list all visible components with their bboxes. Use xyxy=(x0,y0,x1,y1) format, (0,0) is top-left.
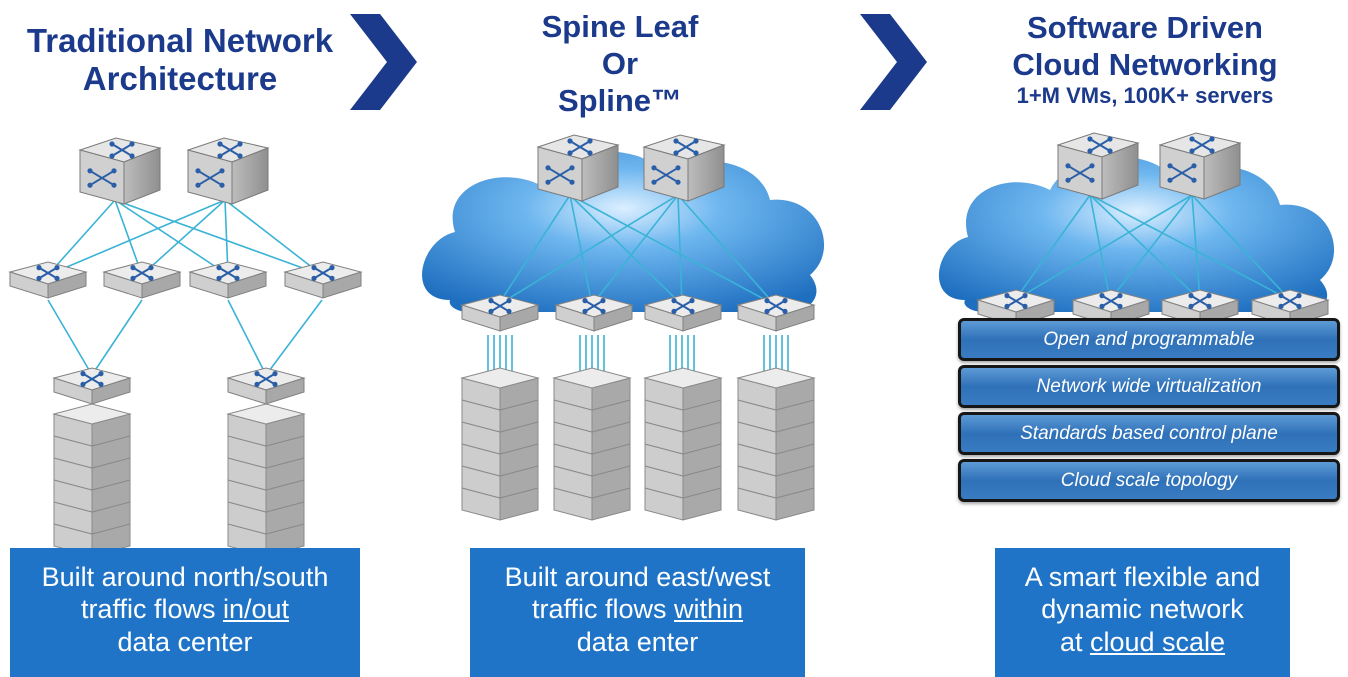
server-stack-icon xyxy=(552,367,632,521)
caption-text: at xyxy=(1059,626,1090,657)
leaf-switch-icon xyxy=(8,261,88,299)
title-spine-leaf: Spine Leaf Or Spline™ xyxy=(490,8,750,120)
caption-line: traffic flows in/out xyxy=(10,593,360,625)
server-stack-icon xyxy=(736,367,816,521)
leaf-switch-icon xyxy=(52,367,132,405)
core-switch-icon xyxy=(536,134,620,202)
server-stack-icon xyxy=(643,367,723,521)
core-switch-icon xyxy=(642,134,726,202)
core-switch-icon xyxy=(186,137,270,205)
caption-text: traffic flows xyxy=(531,594,674,625)
leaf-switch-icon xyxy=(554,294,634,332)
subtitle: 1+M VMs, 100K+ servers xyxy=(1016,83,1274,109)
title-line: Traditional Network xyxy=(26,22,334,59)
title-line: Architecture xyxy=(82,59,278,97)
core-switch-icon xyxy=(1158,132,1242,200)
server-stack-icon xyxy=(460,367,540,521)
caption-line: Built around north/south xyxy=(41,562,329,592)
title-traditional-network: Traditional Network Architecture xyxy=(0,22,360,98)
layer-control-plane: Standards based control plane xyxy=(958,412,1340,455)
leaf-switch-icon xyxy=(188,261,268,299)
caption-line: data enter xyxy=(576,626,699,657)
leaf-switch-icon xyxy=(643,294,723,332)
caption-line: Built around east/west xyxy=(504,562,771,592)
caption-underlined: in/out xyxy=(222,594,290,625)
leaf-switch-icon xyxy=(102,261,182,299)
layer-cloud-topology: Cloud scale topology xyxy=(958,459,1340,502)
server-stack-icon xyxy=(52,403,132,557)
caption-software-driven: A smart flexible and dynamic network at … xyxy=(995,548,1290,677)
leaf-switch-icon xyxy=(460,294,540,332)
cloud-icon xyxy=(422,151,825,314)
caption-underlined: within xyxy=(674,594,744,625)
leaf-switch-icon xyxy=(283,261,363,299)
layer-network-virtualization: Network wide virtualization xyxy=(958,365,1340,408)
title-line: Software Driven xyxy=(1026,10,1263,45)
title-line: Spine Leaf xyxy=(541,9,699,44)
title-line: Spline™ xyxy=(557,83,682,119)
caption-line: dynamic network xyxy=(1041,594,1244,625)
core-switch-icon xyxy=(78,137,162,205)
chevron-right-icon xyxy=(350,14,417,110)
caption-line: A smart flexible and xyxy=(1024,562,1261,592)
title-line: Cloud Networking xyxy=(1012,46,1278,82)
layer-open-programmable: Open and programmable xyxy=(958,318,1340,361)
caption-line: traffic flows within xyxy=(470,593,805,625)
core-switch-icon xyxy=(1056,132,1140,200)
network-links xyxy=(1014,194,1291,301)
leaf-switch-icon xyxy=(226,367,306,405)
caption-line: at cloud scale xyxy=(995,626,1290,658)
network-links xyxy=(47,199,323,376)
caption-line: data center xyxy=(117,626,253,657)
caption-underlined: cloud scale xyxy=(1089,626,1226,657)
title-line: Or xyxy=(601,46,639,82)
cloud-icon xyxy=(938,156,1335,314)
chevron-right-icon xyxy=(860,14,927,110)
leaf-switch-icon xyxy=(736,294,816,332)
server-stack-icon xyxy=(226,403,306,557)
caption-traditional: Built around north/south traffic flows i… xyxy=(10,548,360,677)
caption-spine-leaf: Built around east/west traffic flows wit… xyxy=(470,548,805,677)
network-links xyxy=(487,194,789,372)
caption-text: traffic flows xyxy=(80,594,223,625)
title-software-driven: Software Driven Cloud Networking 1+M VMs… xyxy=(950,10,1340,109)
